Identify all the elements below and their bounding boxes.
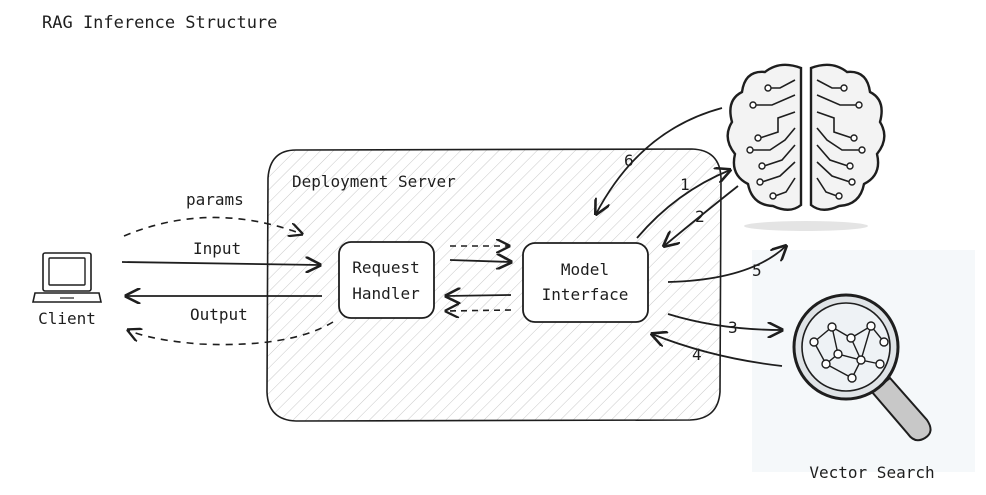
step-2-arrow — [664, 185, 739, 246]
deployment-server-label: Deployment Server — [292, 172, 456, 191]
params-arrow — [123, 216, 302, 236]
input-label: Input — [193, 239, 241, 258]
diagram-title: RAG Inference Structure — [42, 13, 277, 33]
step-4-label: 4 — [692, 345, 702, 364]
step-1-label: 1 — [680, 175, 690, 194]
step-3-label: 3 — [728, 318, 738, 337]
laptop-icon — [32, 252, 102, 303]
handler-to-model-arrow — [449, 260, 511, 262]
client-label: Client — [38, 309, 96, 328]
params-label: params — [186, 190, 244, 209]
step-2-label: 2 — [695, 207, 705, 226]
model-interface-box: Model Interface — [522, 242, 649, 323]
input-arrow — [121, 262, 320, 265]
step-6-arrow — [596, 107, 723, 214]
step-4-arrow — [652, 334, 783, 367]
output-dashed-arrow — [128, 321, 334, 346]
output-label: Output — [190, 305, 248, 324]
step-1-arrow — [636, 170, 730, 239]
request-handler-label-line1: Request — [352, 258, 419, 277]
step-6-label: 6 — [624, 151, 634, 170]
vector-search-label: Vector Search — [809, 463, 934, 482]
step-3-arrow — [667, 313, 782, 330]
model-interface-label-line2: Interface — [542, 285, 629, 304]
brain-icon — [726, 63, 886, 231]
step-5-arrow — [667, 246, 786, 283]
model-to-handler-arrow — [446, 295, 512, 296]
magnifier-icon — [792, 293, 932, 442]
request-handler-box: Request Handler — [338, 241, 435, 319]
deployment-server: Deployment Server — [266, 148, 722, 422]
request-handler-label-line2: Handler — [352, 284, 420, 303]
step-5-label: 5 — [752, 261, 762, 280]
model-interface-label-line1: Model — [561, 260, 609, 279]
